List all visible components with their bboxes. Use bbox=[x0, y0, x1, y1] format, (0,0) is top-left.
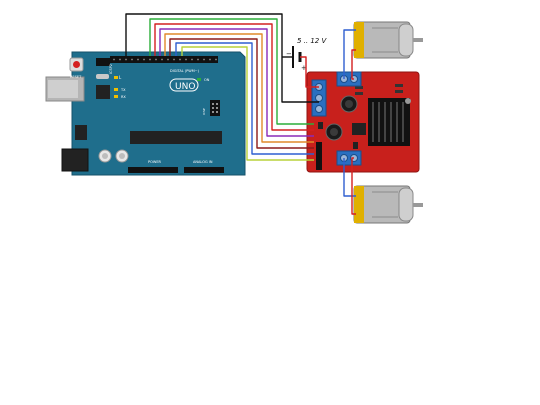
atmega-chip bbox=[130, 131, 222, 144]
reset-label: RESET bbox=[70, 75, 82, 79]
analog-header: ANALOG IN bbox=[184, 160, 224, 173]
wire-black-power bbox=[125, 13, 319, 103]
digital-header: DIGITAL (PWM~) bbox=[110, 56, 218, 73]
battery-minus-label: − bbox=[286, 50, 292, 58]
wires bbox=[125, 13, 356, 215]
wire-green bbox=[149, 18, 314, 125]
wire-yellowgreen bbox=[181, 46, 314, 161]
wire-purple bbox=[159, 28, 314, 137]
analog-label: ANALOG IN bbox=[193, 160, 213, 164]
power-header: POWER bbox=[128, 160, 178, 173]
wire-red bbox=[154, 23, 314, 131]
icsp2-label: ICSP2 bbox=[109, 64, 113, 74]
battery-voltage-label: 5 .. 12 V bbox=[297, 37, 327, 45]
motor-a bbox=[353, 21, 423, 59]
led-tx-label: TX bbox=[120, 88, 126, 92]
wire-lead-6 bbox=[351, 157, 356, 215]
heatsink bbox=[368, 98, 411, 146]
motor-b bbox=[353, 185, 423, 224]
digital-label: DIGITAL (PWM~) bbox=[170, 69, 200, 73]
wire-orange bbox=[164, 33, 314, 143]
motor-a-terminal-block bbox=[336, 71, 362, 87]
board-name: UNO bbox=[175, 82, 195, 92]
led-l-label: L bbox=[119, 75, 122, 80]
icsp2-header: ICSP2 bbox=[96, 58, 113, 74]
led-rx-label: RX bbox=[121, 95, 126, 99]
dc-power-jack bbox=[61, 148, 89, 172]
power-terminal-block bbox=[311, 79, 327, 117]
icsp-header: ICSP bbox=[202, 100, 220, 116]
motor-b-terminal-block bbox=[336, 150, 362, 166]
uno-logo: UNO bbox=[169, 78, 199, 92]
wire-lead-2 bbox=[300, 56, 319, 88]
arduino-uno-board: RESET ICSP2 L TX RX UNO ON ICSP bbox=[45, 51, 246, 176]
wire-lead-4 bbox=[351, 49, 356, 80]
battery: 5 .. 12 V − + bbox=[286, 37, 327, 72]
l298n-driver-board bbox=[306, 71, 420, 173]
icsp-label: ICSP bbox=[202, 108, 206, 115]
battery-plus-label: + bbox=[301, 64, 307, 72]
wire-lead-3 bbox=[343, 29, 356, 79]
wire-blue bbox=[175, 42, 314, 155]
on-label: ON bbox=[204, 78, 210, 82]
power-label: POWER bbox=[148, 160, 162, 164]
driver-input-header bbox=[316, 142, 322, 170]
wire-darkred bbox=[169, 38, 314, 149]
